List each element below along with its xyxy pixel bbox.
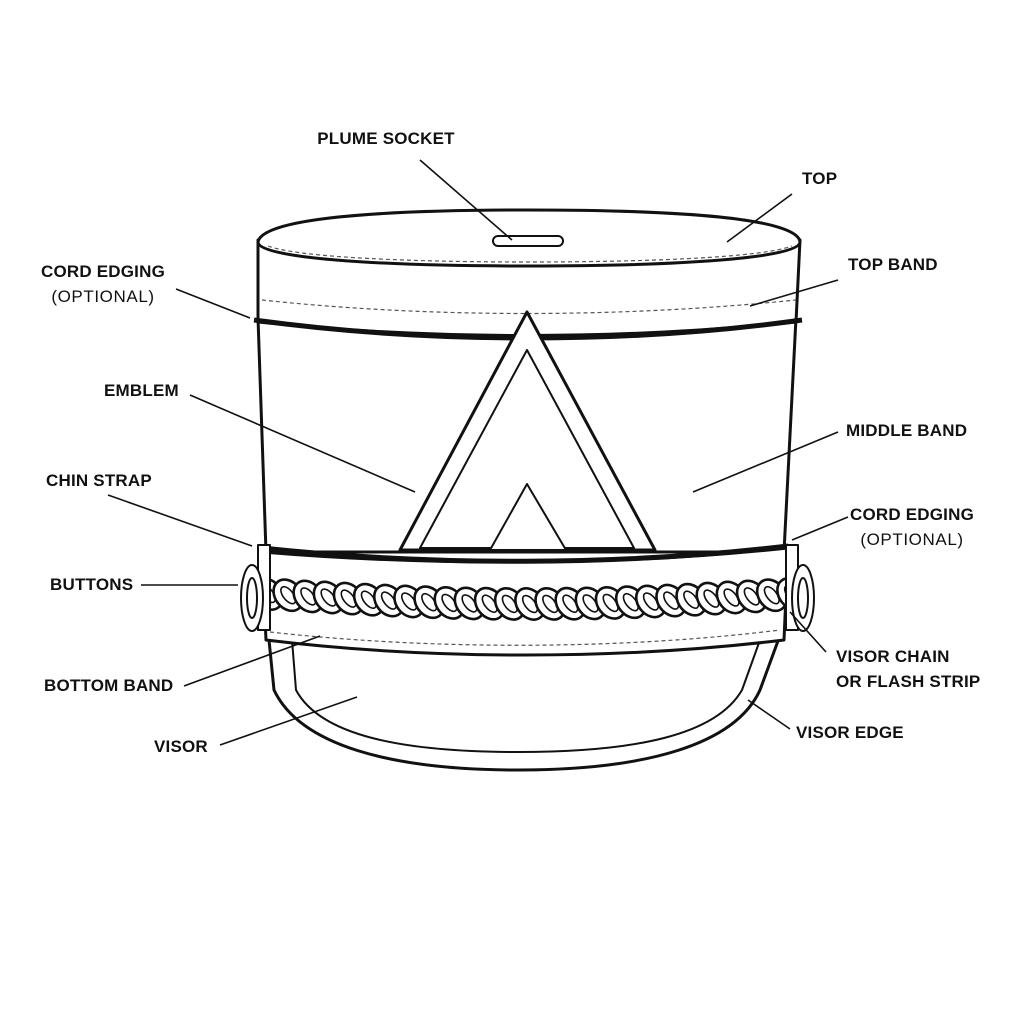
top-band-stitch <box>261 299 797 315</box>
label-cord-edging-bottom: CORD EDGING <box>850 505 974 524</box>
chain-link-inner <box>542 594 559 614</box>
chain-link-inner <box>703 589 720 608</box>
chain-link-inner <box>360 590 377 609</box>
leader-bottom-band <box>183 635 321 687</box>
chain-link-inner <box>320 588 337 607</box>
chain-link-inner <box>380 591 398 610</box>
chain-link-inner <box>763 585 780 605</box>
leader-cord-edging-bottom <box>791 516 849 541</box>
label-visor: VISOR <box>154 737 208 756</box>
chain-link-inner <box>743 587 760 606</box>
label-bottom-band: BOTTOM BAND <box>44 676 173 695</box>
leader-emblem <box>189 394 416 493</box>
leader-visor <box>219 696 358 746</box>
label-cord-edging-bottom-note: (OPTIONAL) <box>860 530 963 549</box>
top-stitch <box>267 245 793 263</box>
button-left-inner <box>246 577 258 619</box>
leader-top-band <box>749 279 839 307</box>
chain-link-inner <box>421 592 438 612</box>
label-middle-band: MIDDLE BAND <box>846 421 967 440</box>
label-visor-chain-1: VISOR CHAIN <box>836 647 950 666</box>
chain-link-inner <box>501 594 518 614</box>
visor-chain <box>252 577 808 621</box>
label-top-band: TOP BAND <box>848 255 938 274</box>
leader-chin-strap <box>107 494 253 547</box>
chain-link-inner <box>723 588 740 607</box>
chain-link-inner <box>683 590 700 609</box>
chain-link-inner <box>280 585 297 605</box>
leader-middle-band <box>692 431 839 493</box>
chain-link-inner <box>582 594 599 613</box>
shako-illustration <box>240 208 815 772</box>
chain-link-inner <box>662 591 680 610</box>
chain-link-inner <box>300 587 317 606</box>
leader-visor-edge <box>747 699 791 730</box>
chain-link-inner <box>602 593 619 613</box>
label-visor-chain-2: OR FLASH STRIP <box>836 672 980 691</box>
button-right-inner <box>797 577 809 619</box>
label-cord-edging-top: CORD EDGING <box>41 262 165 281</box>
chain-link-inner <box>622 592 639 612</box>
bottom-band-stitch <box>269 629 781 646</box>
leader-cord-edging-top <box>175 288 251 319</box>
chain-link-inner <box>642 592 660 611</box>
leader-top <box>726 193 793 243</box>
chain-link-inner <box>400 592 418 611</box>
chain-link-inner <box>441 593 458 613</box>
chain-link-inner <box>562 594 579 613</box>
label-buttons: BUTTONS <box>50 575 133 594</box>
label-emblem: EMBLEM <box>104 381 179 400</box>
label-chin-strap: CHIN STRAP <box>46 471 152 490</box>
cord-edging-bottom <box>261 543 789 564</box>
chain-link-inner <box>481 594 498 613</box>
leader-plume-socket <box>419 159 513 241</box>
chain-link-inner <box>340 589 357 608</box>
visor-edge-stitch <box>291 639 761 753</box>
plume-socket <box>492 235 564 247</box>
labels: PLUME SOCKET TOP TOP BAND CORD EDGING (O… <box>41 129 980 756</box>
visor <box>266 628 784 772</box>
chain-link-inner <box>461 594 478 613</box>
label-plume-socket: PLUME SOCKET <box>317 129 455 148</box>
label-cord-edging-top-note: (OPTIONAL) <box>51 287 154 306</box>
label-top: TOP <box>802 169 837 188</box>
emblem <box>398 310 657 552</box>
leader-visor-chain <box>789 611 827 653</box>
label-visor-edge: VISOR EDGE <box>796 723 904 742</box>
chain-link-inner <box>521 594 539 614</box>
leader-lines <box>107 159 849 746</box>
